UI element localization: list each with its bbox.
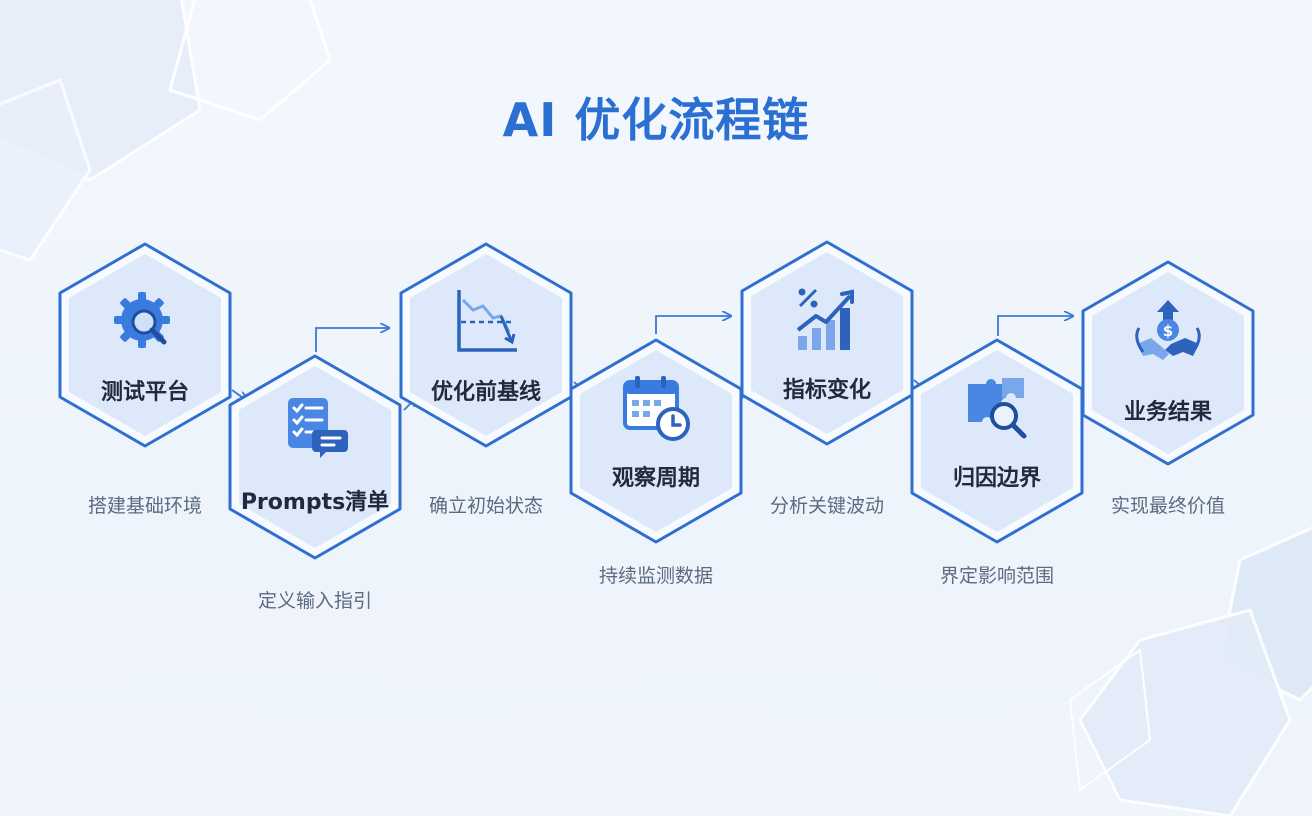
step-label: 业务结果 [1123,400,1212,425]
step-attribution-boundary: 归因边界 [908,336,1086,546]
step-description: 搭建基础环境 [87,495,202,517]
puzzle-magnifier-icon [968,378,1027,439]
step-metric-change: 指标变化 [738,238,916,448]
step-testing-platform: 测试平台 [56,240,234,450]
step-label: 优化前基线 [430,380,541,405]
page-title: AI 优化流程链 [502,93,810,147]
step-label: 归因边界 [952,466,1041,491]
step-label: Prompts清单 [240,490,390,515]
handshake-dollar-icon: $ [1135,300,1201,360]
step-baseline: 优化前基线 [397,240,575,450]
step-observation-cycle: 观察周期 [567,336,745,546]
step-description: 定义输入指引 [257,590,372,612]
gear-magnifier-icon [114,292,170,348]
baseline-chart-icon [457,290,517,352]
checklist-chat-icon [288,398,348,458]
trend-up-icon [796,288,854,350]
step-description: 分析关键波动 [769,495,884,517]
step-prompts-list: Prompts清单 [226,352,404,562]
step-business-result: $ 业务结果 [1079,258,1257,468]
step-description: 界定影响范围 [939,565,1054,587]
step-label: 测试平台 [100,380,189,405]
svg-text:$: $ [1163,322,1173,340]
calendar-clock-icon [623,376,690,441]
step-label: 观察周期 [611,466,700,491]
step-label: 指标变化 [782,378,871,403]
step-description: 持续监测数据 [598,565,713,587]
step-description: 实现最终价值 [1110,495,1225,517]
step-description: 确立初始状态 [428,495,543,517]
